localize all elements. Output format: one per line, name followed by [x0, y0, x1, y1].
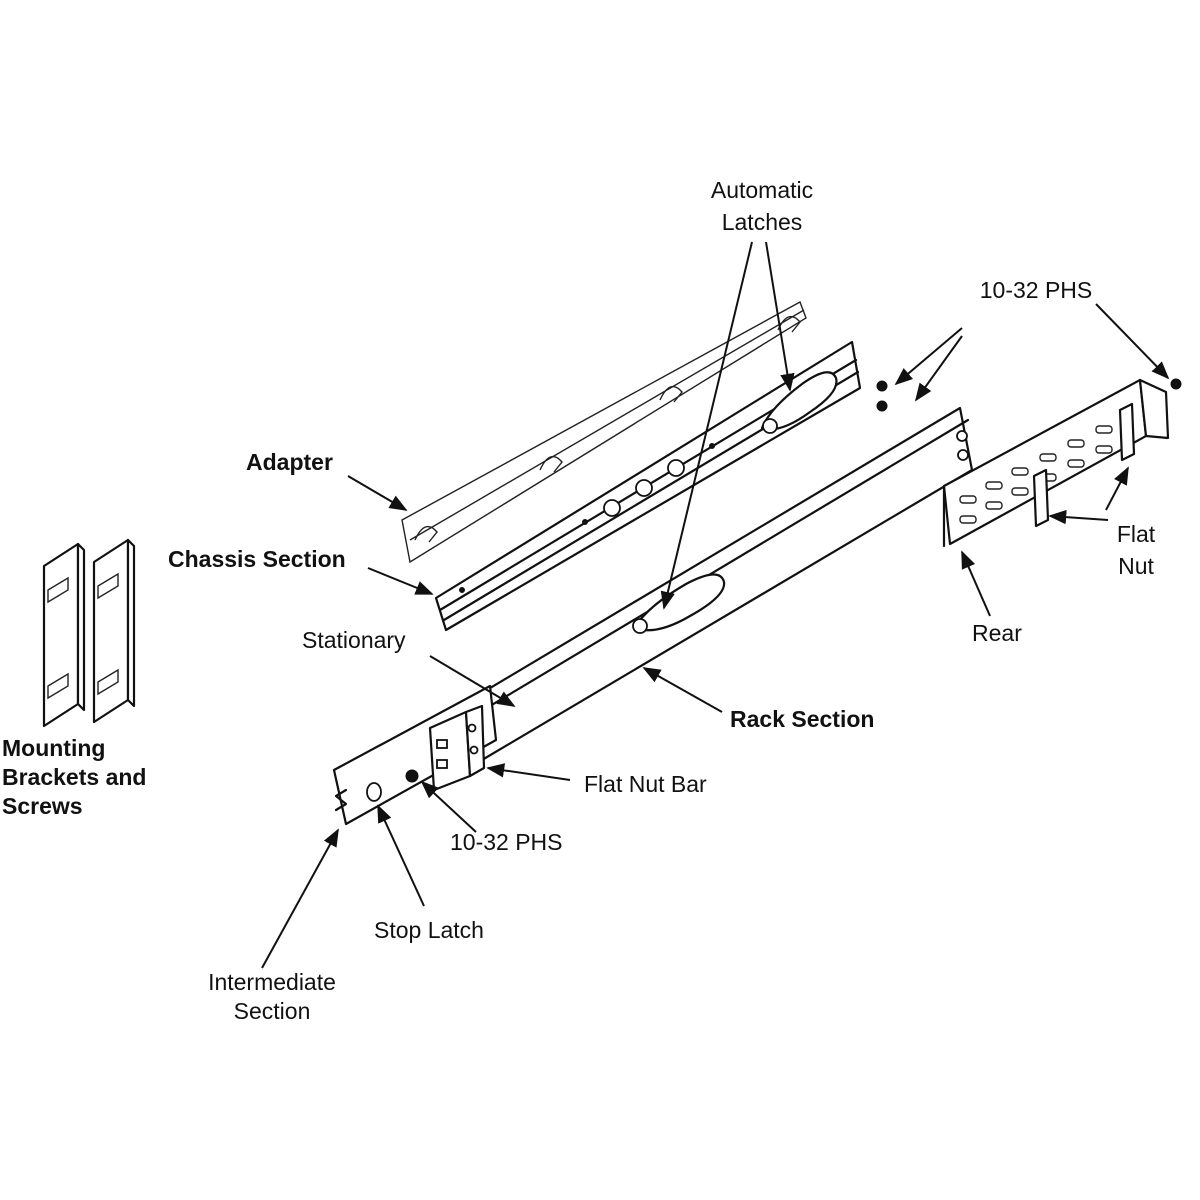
- label-automatic: Automatic: [711, 177, 813, 203]
- top-screws-part: [876, 380, 888, 412]
- label-flat: Flat: [1117, 521, 1156, 547]
- label-adapter: Adapter: [246, 449, 333, 475]
- label-screws: Screws: [2, 793, 83, 819]
- label-stationary: Stationary: [302, 627, 406, 653]
- chassis-section-part: [434, 340, 862, 632]
- label-latches: Latches: [722, 209, 803, 235]
- leader-arrows: [261, 241, 1170, 969]
- label-intermediate: Intermediate: [208, 969, 336, 995]
- label-10-32-phs-bottom: 10-32 PHS: [450, 829, 563, 855]
- label-mounting: Mounting: [2, 735, 105, 761]
- label-rack-section: Rack Section: [730, 706, 874, 732]
- label-10-32-phs-top: 10-32 PHS: [980, 277, 1093, 303]
- label-nut: Nut: [1118, 553, 1154, 579]
- label-flat-nut-bar: Flat Nut Bar: [584, 771, 707, 797]
- label-chassis-section: Chassis Section: [168, 546, 346, 572]
- mounting-brackets-part: [42, 538, 136, 728]
- labels: Automatic Latches 10-32 PHS Adapter Chas…: [2, 177, 1156, 1024]
- label-rear: Rear: [972, 620, 1022, 646]
- rear-bracket-part: [942, 378, 1182, 548]
- label-stop-latch: Stop Latch: [374, 917, 484, 943]
- label-section: Section: [234, 998, 311, 1024]
- front-bracket-part: [405, 704, 486, 792]
- label-brackets-and: Brackets and: [2, 764, 146, 790]
